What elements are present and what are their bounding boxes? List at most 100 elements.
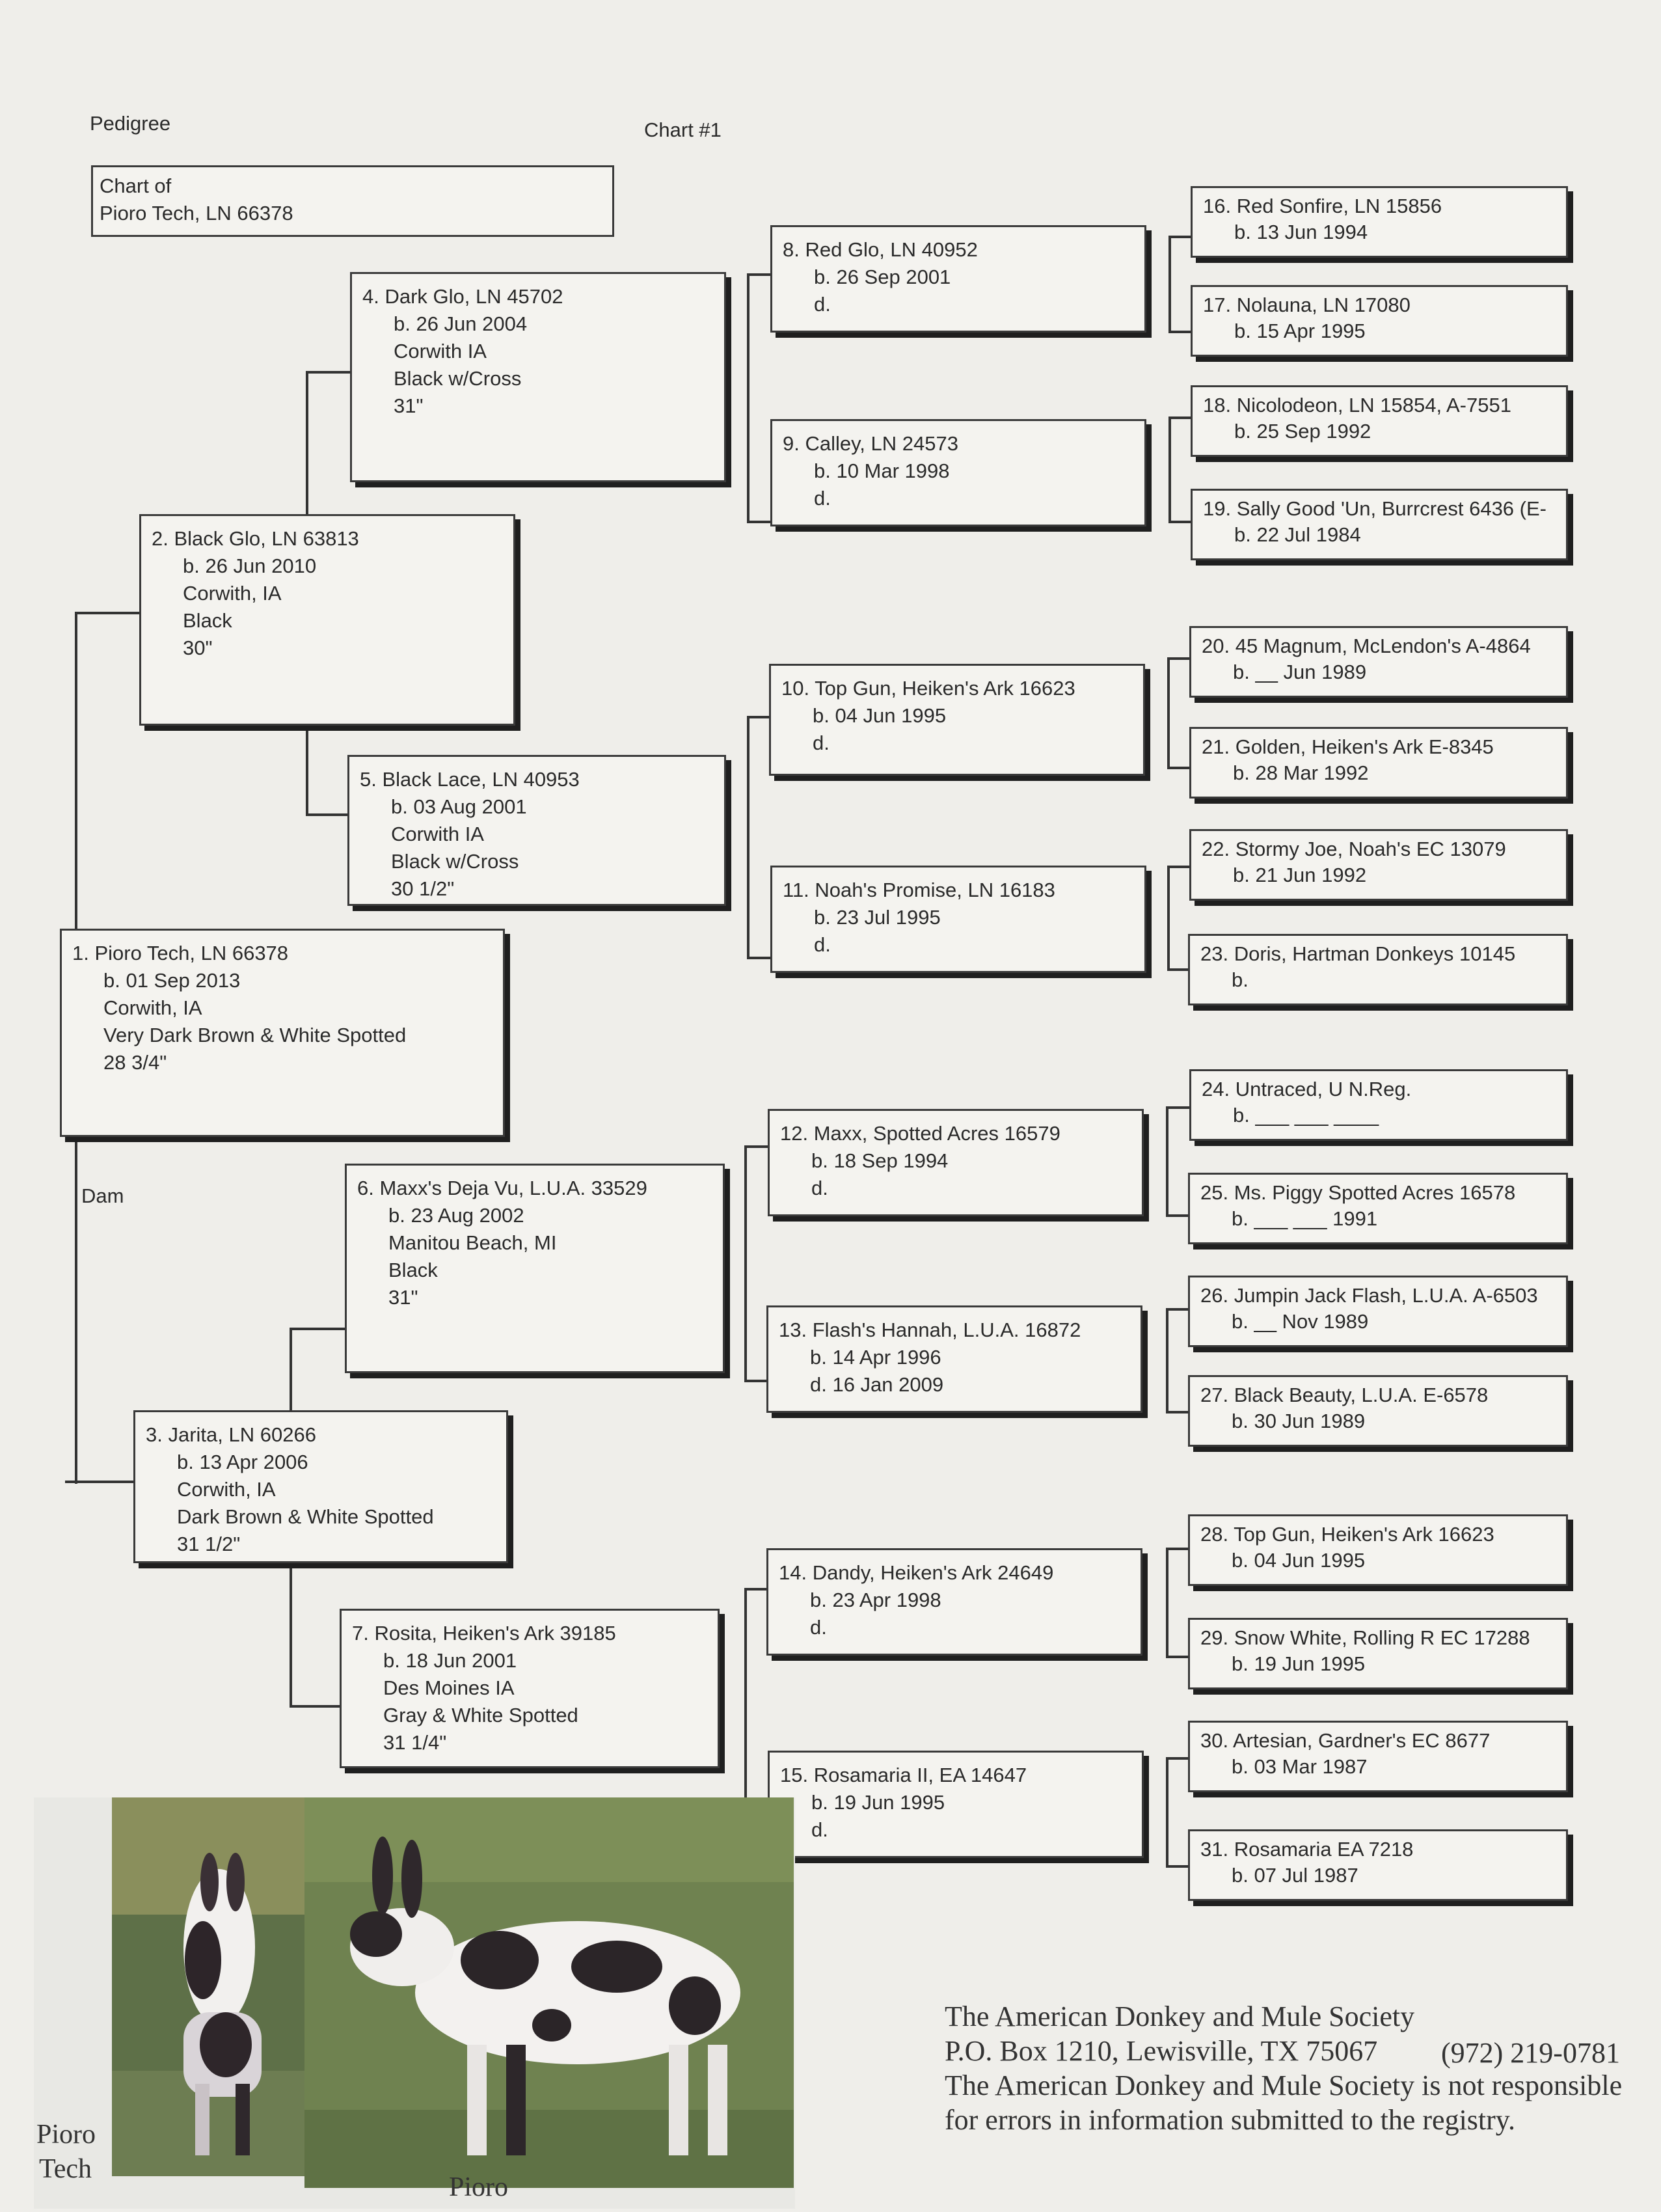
connector-line	[744, 1380, 768, 1382]
connector-line	[1168, 416, 1171, 521]
animal-detail: b. 21 Jun 1992	[1233, 864, 1367, 886]
animal-detail: 30"	[183, 636, 213, 659]
connector-line	[75, 612, 140, 614]
animal-detail: b. 26 Jun 2004	[394, 312, 528, 335]
connector-line	[1167, 866, 1191, 868]
animal-name: 22. Stormy Joe, Noah's EC 13079	[1202, 838, 1506, 860]
pedigree-box-14: 14. Dandy, Heiken's Ark 24649 b. 23 Apr 1…	[766, 1548, 1142, 1656]
connector-line	[1168, 416, 1192, 419]
animal-detail: b.	[1232, 968, 1249, 991]
connector-line	[290, 1328, 347, 1330]
animal-name: 13. Flash's Hannah, L.U.A. 16872	[779, 1318, 1081, 1341]
donkey-photo-side	[304, 1797, 794, 2188]
connector-line	[1168, 331, 1192, 333]
animal-detail: b. 30 Jun 1989	[1232, 1410, 1366, 1432]
animal-detail: Very Dark Brown & White Spotted	[103, 1024, 407, 1046]
animal-detail: Gray & White Spotted	[383, 1704, 578, 1727]
animal-name: 7. Rosita, Heiken's Ark 39185	[352, 1622, 616, 1645]
animal-detail: b. 13 Apr 2006	[177, 1451, 308, 1473]
animal-detail: b. ___ ___ ____	[1233, 1104, 1379, 1126]
animal-detail: b. 28 Mar 1992	[1233, 761, 1369, 784]
connector-line	[1166, 1757, 1189, 1760]
animal-detail: Black	[183, 609, 232, 632]
connector-line	[1166, 1548, 1168, 1658]
connector-line	[747, 716, 770, 718]
dam-label: Dam	[81, 1184, 124, 1207]
animal-detail: 31"	[388, 1286, 418, 1309]
connector-line	[290, 1705, 342, 1708]
donkey-front-image	[112, 1797, 307, 2176]
chart-of-box: Chart of Pioro Tech, LN 66378	[91, 165, 614, 237]
animal-name: 21. Golden, Heiken's Ark E-8345	[1202, 735, 1494, 758]
connector-line	[65, 1481, 133, 1483]
animal-name: 25. Ms. Piggy Spotted Acres 16578	[1200, 1181, 1516, 1204]
animal-detail: b. 18 Jun 2001	[383, 1649, 517, 1672]
connector-line	[744, 1588, 747, 1822]
connector-line	[1168, 521, 1192, 523]
connector-line	[1166, 1656, 1189, 1658]
animal-name: 14. Dandy, Heiken's Ark 24649	[779, 1561, 1054, 1584]
animal-name: 6. Maxx's Deja Vu, L.U.A. 33529	[357, 1177, 647, 1199]
animal-name: 3. Jarita, LN 60266	[146, 1423, 316, 1446]
animal-name: 27. Black Beauty, L.U.A. E-6578	[1200, 1384, 1489, 1406]
animal-detail: 31 1/4"	[383, 1731, 447, 1754]
animal-detail: b. 13 Jun 1994	[1234, 221, 1368, 243]
animal-name: 11. Noah's Promise, LN 16183	[783, 879, 1055, 901]
connector-line	[1168, 236, 1171, 333]
animal-detail: Corwith, IA	[177, 1478, 276, 1501]
footer-line4: for errors in information submitted to t…	[945, 2104, 1515, 2136]
chart-of-line2: Pioro Tech, LN 66378	[100, 202, 293, 225]
chart-of-line1: Chart of	[100, 174, 172, 197]
connector-line	[1166, 1308, 1189, 1311]
animal-detail: d. 16 Jan 2009	[810, 1373, 944, 1396]
animal-detail: d.	[810, 1616, 827, 1639]
connector-line	[306, 813, 349, 816]
animal-detail: b. 03 Aug 2001	[391, 795, 527, 818]
animal-detail: b. 23 Apr 1998	[810, 1589, 941, 1611]
animal-name: 26. Jumpin Jack Flash, L.U.A. A-6503	[1200, 1284, 1538, 1307]
pedigree-box-21: 21. Golden, Heiken's Ark E-8345 b. 28 Mar…	[1189, 727, 1568, 799]
animal-name: 20. 45 Magnum, McLendon's A-4864	[1202, 635, 1531, 657]
animal-detail: Corwith IA	[391, 823, 484, 845]
connector-line	[1166, 1757, 1168, 1868]
photo-caption-left-1: Pioro	[36, 2120, 96, 2150]
connector-line	[1168, 236, 1192, 238]
connector-line	[1167, 866, 1170, 970]
animal-detail: Dark Brown & White Spotted	[177, 1505, 434, 1528]
animal-detail: b. 19 Jun 1995	[1232, 1652, 1366, 1675]
pedigree-box-19: 19. Sally Good 'Un, Burrcrest 6436 (E-b.…	[1191, 489, 1568, 560]
connector-line	[1166, 1865, 1189, 1868]
pedigree-label: Pedigree	[90, 112, 171, 135]
animal-detail: 28 3/4"	[103, 1051, 167, 1074]
animal-detail: 30 1/2"	[391, 877, 455, 900]
animal-detail: Corwith IA	[394, 340, 487, 362]
connector-line	[747, 273, 749, 521]
connector-line	[744, 1145, 747, 1380]
animal-detail: b. 26 Sep 2001	[814, 266, 951, 288]
pedigree-box-24: 24. Untraced, U N.Reg.b. ___ ___ ____	[1189, 1069, 1568, 1141]
animal-detail: Corwith, IA	[183, 582, 282, 605]
animal-detail: b. 04 Jun 1995	[813, 704, 947, 727]
photo-caption-right: Pioro	[449, 2172, 509, 2202]
pedigree-box-22: 22. Stormy Joe, Noah's EC 13079 b. 21 Jun…	[1189, 829, 1568, 901]
animal-detail: d.	[814, 293, 831, 316]
animal-name: 29. Snow White, Rolling R EC 17288	[1200, 1626, 1530, 1649]
footer-line3: The American Donkey and Mule Society is …	[945, 2069, 1623, 2101]
animal-detail: b. 10 Mar 1998	[814, 459, 950, 482]
connector-line	[1167, 657, 1191, 660]
pedigree-box-29: 29. Snow White, Rolling R EC 17288 b. 19 …	[1188, 1618, 1568, 1689]
connector-line	[1166, 1411, 1189, 1413]
animal-detail: b. 25 Sep 1992	[1234, 420, 1371, 443]
